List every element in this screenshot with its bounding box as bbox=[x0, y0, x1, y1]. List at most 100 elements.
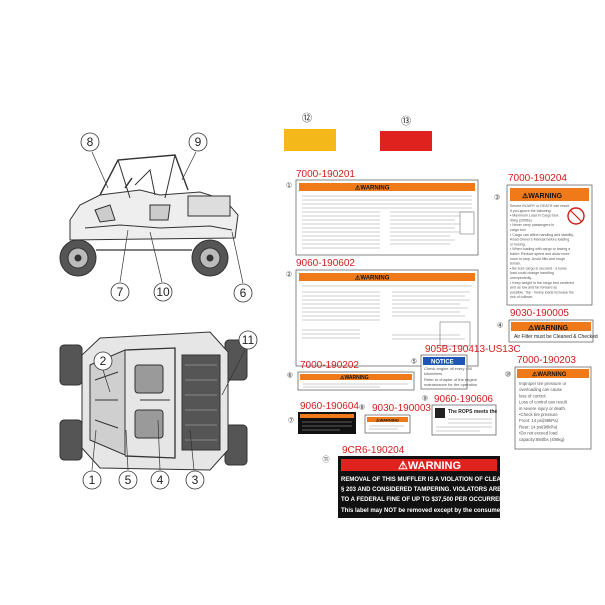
label-10: ⑩ 7000-190203 ⚠WARNING Improper tire pre… bbox=[505, 355, 592, 450]
label-text-line: Read Owner's Manual before loading bbox=[510, 238, 569, 242]
label-text-line: Severe INJURY or DEATH can result bbox=[510, 204, 569, 208]
rear-wheel bbox=[191, 239, 229, 277]
svg-text:2: 2 bbox=[100, 354, 107, 368]
label-text-line: • Never carry passengers in bbox=[510, 223, 554, 227]
label-text-line: capacity:894lbs (406kg) bbox=[519, 437, 565, 442]
callout-9: 9 bbox=[188, 132, 208, 152]
label-1-pictogram bbox=[459, 211, 475, 235]
label-text-line: and as low and far forward as bbox=[510, 286, 557, 290]
svg-text:⑦: ⑦ bbox=[288, 417, 294, 425]
svg-text:7000-190202: 7000-190202 bbox=[300, 360, 359, 371]
svg-text:⑨: ⑨ bbox=[422, 395, 428, 403]
callout-3: 3 bbox=[185, 470, 205, 490]
svg-text:7000-190201: 7000-190201 bbox=[296, 169, 355, 180]
callout-5: 5 bbox=[118, 470, 138, 490]
label-text-line: unexpectedly. bbox=[510, 276, 532, 280]
svg-text:④: ④ bbox=[497, 322, 503, 330]
svg-text:This label may NOT be removed: This label may NOT be removed except by … bbox=[341, 508, 504, 514]
label-text-line: possible. Top - heavy loads increase the bbox=[510, 290, 574, 294]
svg-text:7: 7 bbox=[117, 285, 124, 299]
label-text-line: cargo box bbox=[510, 228, 526, 232]
svg-text:⚠WARNING: ⚠WARNING bbox=[522, 192, 563, 200]
label-text-line: Rear: 14 psi(98kPa) bbox=[519, 424, 558, 429]
svg-text:kilometers: kilometers bbox=[424, 371, 442, 376]
svg-text:⑪: ⑪ bbox=[323, 456, 330, 464]
label-text-line: loss of control. bbox=[519, 393, 547, 398]
svg-text:5: 5 bbox=[125, 473, 132, 487]
svg-text:⚠WARNING: ⚠WARNING bbox=[340, 375, 369, 381]
callout-10: 10 bbox=[153, 282, 173, 302]
label-2-pictogram bbox=[439, 321, 471, 347]
label-5: 905B-190413-US13C ⑤ NOTICE Check engine … bbox=[411, 344, 521, 390]
label-4: ④ 9030-190005 ⚠WARNING Air Filter must b… bbox=[497, 308, 598, 343]
front-wheel bbox=[59, 239, 97, 277]
svg-text:9030-190003: 9030-190003 bbox=[372, 403, 431, 414]
vehicle-side-view bbox=[59, 154, 239, 277]
label-text-line: if you ignore the following: bbox=[510, 209, 552, 213]
label-text-line: risk of rollover. bbox=[510, 295, 533, 299]
svg-text:905B-190413-US13C: 905B-190413-US13C bbox=[425, 344, 521, 355]
svg-text:maintenance for the operation: maintenance for the operation bbox=[424, 382, 477, 387]
svg-text:⑤: ⑤ bbox=[411, 358, 417, 366]
label-2: ② 9060-190602 ⚠WARNING bbox=[286, 258, 479, 367]
svg-text:①: ① bbox=[286, 182, 292, 190]
side-view-leaders bbox=[91, 151, 244, 284]
svg-text:9CR6-190204: 9CR6-190204 bbox=[342, 445, 405, 456]
label-11: ⑪ 9CR6-190204 ⚠WARNING REMOVAL OF THIS M… bbox=[323, 445, 531, 518]
svg-text:4: 4 bbox=[157, 473, 164, 487]
svg-text:REMOVAL OF THIS MUFFLER IS A V: REMOVAL OF THIS MUFFLER IS A VIOLATION O… bbox=[341, 477, 531, 483]
label-text-line: • Cargo can affect handling and stabilit… bbox=[510, 233, 574, 237]
svg-text:⑬: ⑬ bbox=[401, 116, 411, 128]
svg-text:⑧: ⑧ bbox=[359, 404, 365, 412]
label-6: ⑥ 7000-190202 ⚠WARNING bbox=[287, 360, 415, 391]
svg-text:9030-190005: 9030-190005 bbox=[510, 308, 569, 319]
top-view-leaders bbox=[91, 349, 246, 471]
svg-text:⑥: ⑥ bbox=[287, 372, 293, 380]
label-1: ① 7000-190201 ⚠WARNING bbox=[286, 169, 479, 256]
svg-text:Refer to chapter of the engine: Refer to chapter of the engine bbox=[424, 377, 478, 382]
svg-text:6: 6 bbox=[240, 286, 247, 300]
vehicle-top-view bbox=[59, 331, 248, 471]
svg-text:⚠WARNING: ⚠WARNING bbox=[398, 460, 461, 472]
svg-text:11: 11 bbox=[242, 333, 255, 347]
red-swatch bbox=[380, 131, 432, 151]
svg-text:⚠WARNING: ⚠WARNING bbox=[532, 371, 567, 378]
callout-2: 2 bbox=[93, 351, 113, 371]
label-7: ⑦ 9060-190604 bbox=[288, 401, 359, 434]
svg-text:§ 203 AND CONSIDERED TAMPERING: § 203 AND CONSIDERED TAMPERING. VIOLATOR… bbox=[341, 487, 531, 493]
label-text-line: Improper tire pressure or bbox=[519, 381, 567, 386]
svg-text:Check engine oil every 400: Check engine oil every 400 bbox=[424, 366, 473, 371]
yellow-swatch bbox=[284, 129, 336, 151]
svg-text:⚠WARNING: ⚠WARNING bbox=[355, 185, 390, 192]
label-text-line: •Check tire pressure bbox=[519, 412, 558, 417]
label-text-line: •Do not exceed load bbox=[519, 431, 558, 436]
svg-text:⑫: ⑫ bbox=[302, 113, 312, 125]
label-text-line: • Be sure cargo is secured - a loose bbox=[510, 266, 567, 270]
label-text-line: or towing. bbox=[510, 242, 526, 246]
label-text-line: 90kg (200lbs) bbox=[510, 218, 532, 222]
label-8: ⑧ 9030-190003 ⚠WARNING bbox=[359, 403, 431, 434]
label-text-line: Front: 14 psi(98kPa) bbox=[519, 418, 558, 423]
svg-text:10: 10 bbox=[156, 285, 170, 299]
label-text-line: trailer: Reduce speed and allow more bbox=[510, 252, 570, 256]
svg-text:1: 1 bbox=[89, 473, 96, 487]
svg-text:⑩: ⑩ bbox=[505, 371, 511, 379]
svg-text:⚠WARNING: ⚠WARNING bbox=[355, 275, 390, 282]
label-text-line: overloading can cause bbox=[519, 387, 563, 392]
label-text-line: room to stop. Avoid hills and rough bbox=[510, 257, 565, 261]
svg-text:⚠WARNING: ⚠WARNING bbox=[528, 324, 569, 332]
svg-text:9060-190604: 9060-190604 bbox=[300, 401, 359, 412]
callout-11: 11 bbox=[238, 330, 258, 350]
svg-text:③: ③ bbox=[494, 194, 500, 202]
label-text-line: • When loading with cargo or towing a bbox=[510, 247, 570, 251]
label-9: ⑨ 9060-190606 The ROPS meets the bbox=[422, 394, 497, 436]
label-text-line: terrain. bbox=[510, 262, 521, 266]
callout-1: 1 bbox=[82, 470, 102, 490]
svg-text:Air Filter must be Cleaned & C: Air Filter must be Cleaned & Checked bbox=[514, 334, 598, 340]
label-3: ③ 7000-190204 ⚠WARNING Severe INJURY or … bbox=[494, 173, 593, 306]
callout-4: 4 bbox=[150, 470, 170, 490]
svg-text:7000-190204: 7000-190204 bbox=[508, 173, 567, 184]
